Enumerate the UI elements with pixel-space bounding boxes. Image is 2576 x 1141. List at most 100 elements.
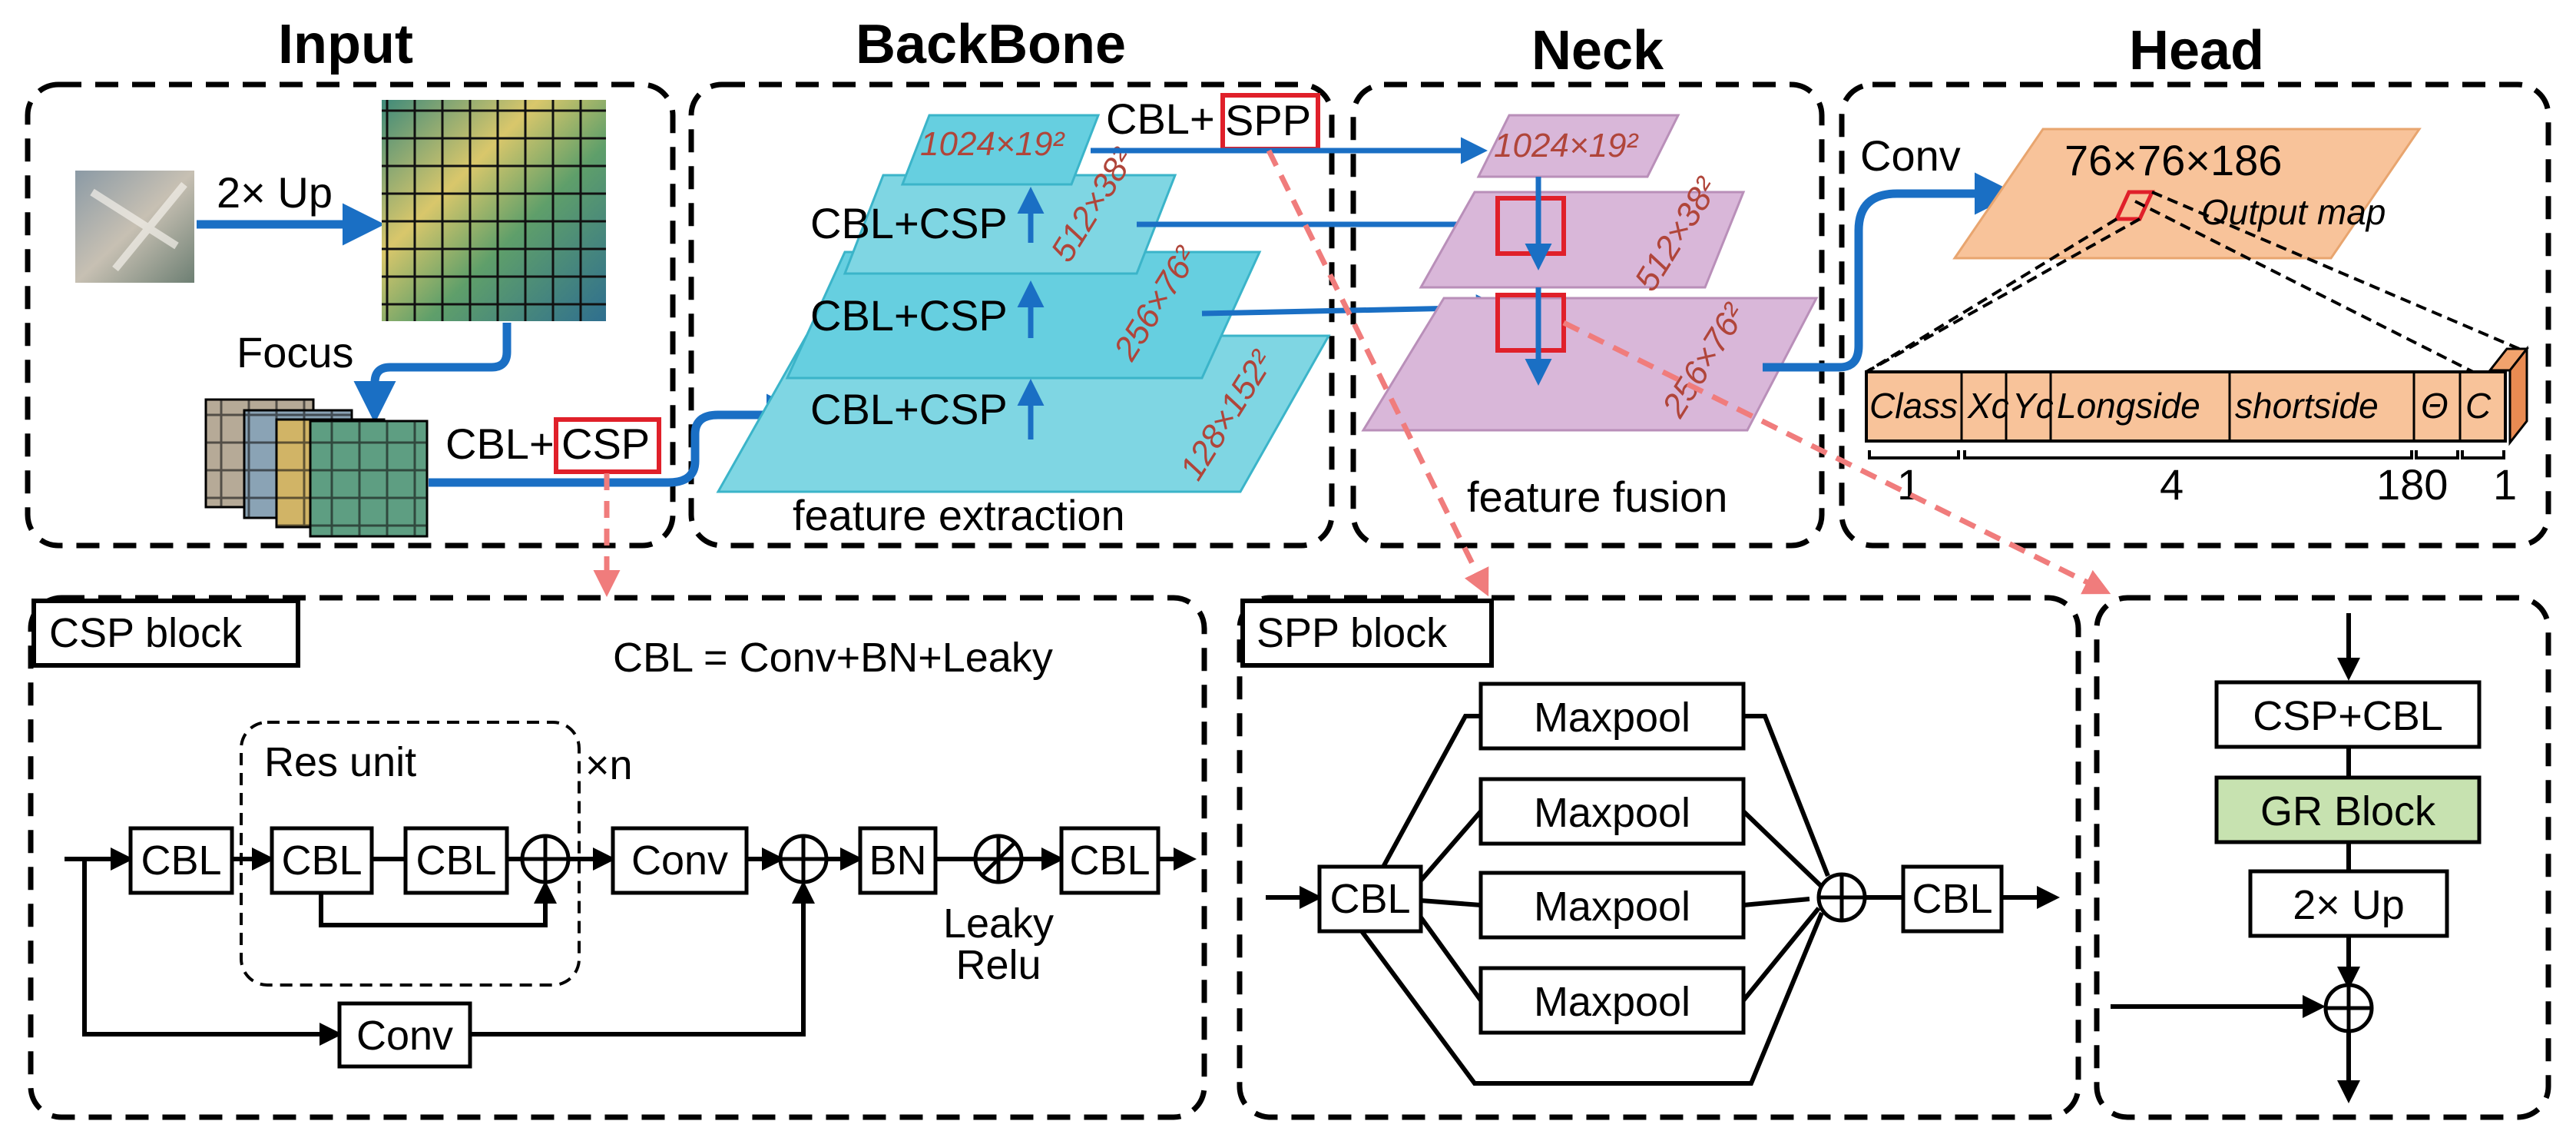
spp-maxpool-box-3 bbox=[1478, 871, 1746, 940]
gr-up-label: 2× Up bbox=[2293, 882, 2405, 928]
spp-cbl-2: CBL bbox=[1912, 876, 1992, 922]
head-output-label: Output map bbox=[2201, 192, 2386, 232]
head-map-dims: 76×76×186 bbox=[2064, 136, 2282, 184]
gr-up-box bbox=[2248, 869, 2449, 938]
csp-bypass-conv: Conv bbox=[356, 1013, 453, 1059]
input-image-thumbnail bbox=[75, 171, 194, 283]
backbone-layer-2 bbox=[843, 174, 1177, 275]
head-braces bbox=[1868, 450, 2505, 459]
csp-cbl-box-3 bbox=[403, 826, 509, 895]
csp-definition: CBL = Conv+BN+Leaky bbox=[613, 635, 1053, 681]
panel-backbone bbox=[688, 81, 1335, 549]
count-geometry: 4 bbox=[2160, 460, 2184, 509]
relu-label: Relu bbox=[955, 942, 1041, 988]
spp-plus-mark bbox=[1819, 874, 1865, 920]
section-title-input: Input bbox=[278, 14, 413, 75]
head-vector-side bbox=[2508, 345, 2528, 446]
spp-cbl-box-1 bbox=[1317, 864, 1423, 934]
backbone-label-3: CBL+CSP bbox=[810, 291, 1008, 340]
gr-csp-cbl: CSP+CBL bbox=[2253, 693, 2443, 739]
neck-to-head-arrow bbox=[1763, 172, 2017, 372]
input-cbl-prefix: CBL+ bbox=[445, 420, 555, 468]
csp-cbl-2: CBL bbox=[281, 838, 362, 884]
field-longside: Longside bbox=[2057, 386, 2200, 426]
gr-block-box bbox=[2214, 775, 2482, 844]
csp-conv-box bbox=[611, 826, 749, 895]
backbone-layer-1 bbox=[900, 114, 1101, 186]
count-theta: 180 bbox=[2376, 460, 2448, 509]
spp-fan-2 bbox=[1419, 810, 1483, 882]
gr-block-label: GR Block bbox=[2260, 788, 2436, 834]
input-csp-highlight bbox=[554, 417, 661, 474]
panel-input bbox=[25, 81, 676, 549]
gr-csp-cbl-box bbox=[2214, 680, 2482, 749]
csp-title: CSP block bbox=[49, 610, 243, 656]
csp-cbl-box-1 bbox=[128, 826, 234, 895]
spp-fan-3 bbox=[1420, 898, 1482, 907]
section-title-neck: Neck bbox=[1531, 20, 1664, 81]
spp-merge-3 bbox=[1743, 897, 1810, 907]
focus-arrow bbox=[353, 323, 512, 423]
csp-cbl-3: CBL bbox=[416, 838, 496, 884]
spp-maxpool-1: Maxpool bbox=[1534, 695, 1690, 741]
head-expansion-lines bbox=[1865, 191, 2520, 373]
spp-maxpool-box-1 bbox=[1478, 682, 1746, 751]
csp-residual-path bbox=[319, 881, 557, 927]
csp-cbl-box-4 bbox=[1059, 826, 1161, 895]
field-yc: Yc bbox=[2012, 386, 2054, 426]
section-title-head: Head bbox=[2129, 20, 2264, 81]
spp-maxpool-box-2 bbox=[1478, 777, 1746, 846]
count-class: 1 bbox=[1897, 460, 1921, 509]
res-unit-box bbox=[240, 721, 581, 987]
section-title-backbone: BackBone bbox=[856, 14, 1126, 75]
spp-maxpool-3: Maxpool bbox=[1534, 884, 1690, 930]
spp-cbl-1: CBL bbox=[1329, 876, 1410, 922]
field-class: Class bbox=[1869, 386, 1958, 426]
road-decoration bbox=[90, 181, 187, 272]
backbone-label-2: CBL+CSP bbox=[810, 199, 1008, 247]
spp-fan-4 bbox=[1419, 916, 1483, 1002]
field-theta: Θ bbox=[2421, 386, 2449, 426]
head-output-map bbox=[1952, 128, 2422, 260]
gr-connector bbox=[1562, 320, 2111, 595]
input-csp-boxed: CSP bbox=[561, 420, 650, 468]
panel-spp-block bbox=[1237, 595, 2081, 1120]
neck-layer-1 bbox=[1476, 114, 1680, 178]
count-confidence: 1 bbox=[2493, 460, 2517, 509]
backbone-caption: feature extraction bbox=[793, 491, 1125, 539]
spp-cbl-box-2 bbox=[1901, 864, 2004, 934]
backbone-spp-boxed: SPP bbox=[1225, 96, 1311, 144]
spp-merge-4 bbox=[1741, 907, 1821, 1002]
focus-label: Focus bbox=[237, 328, 354, 376]
backbone-spp-prefix: CBL+ bbox=[1106, 95, 1215, 143]
spp-merge-2 bbox=[1741, 809, 1824, 889]
csp-bn-box bbox=[858, 826, 938, 895]
panel-csp-block bbox=[28, 595, 1207, 1120]
csp-cbl-box-2 bbox=[270, 826, 374, 895]
csp-bn: BN bbox=[869, 838, 926, 884]
backbone-dims-1: 1024×19² bbox=[920, 125, 1065, 163]
neck-layer-3 bbox=[1361, 297, 1819, 432]
focus-slices bbox=[204, 398, 429, 538]
head-vector-box bbox=[1865, 370, 2507, 443]
csp-bypass-path-2 bbox=[470, 881, 815, 1037]
neck-layer-2 bbox=[1419, 191, 1746, 289]
spp-maxpool-4: Maxpool bbox=[1534, 979, 1690, 1025]
res-unit-label: Res unit bbox=[264, 739, 416, 785]
gr-plus-mark bbox=[2326, 985, 2372, 1031]
panel-neck bbox=[1350, 81, 1825, 549]
up-label: 2× Up bbox=[217, 168, 333, 217]
spp-maxpool-box-4 bbox=[1478, 966, 1746, 1035]
head-conv-label: Conv bbox=[1860, 131, 1961, 180]
spp-maxpool-2: Maxpool bbox=[1534, 790, 1690, 836]
csp-bypass-path-1 bbox=[82, 859, 343, 1046]
csp-cbl-1: CBL bbox=[141, 838, 221, 884]
csp-plus-marks bbox=[522, 836, 1020, 882]
repeat-label: ×n bbox=[585, 742, 633, 788]
leaky-label: Leaky bbox=[943, 901, 1054, 947]
panel-gr-block bbox=[2094, 595, 2551, 1120]
csp-bypass-conv-box bbox=[337, 1001, 472, 1069]
input-to-backbone-arrow bbox=[429, 393, 809, 487]
csp-conv: Conv bbox=[631, 838, 728, 884]
